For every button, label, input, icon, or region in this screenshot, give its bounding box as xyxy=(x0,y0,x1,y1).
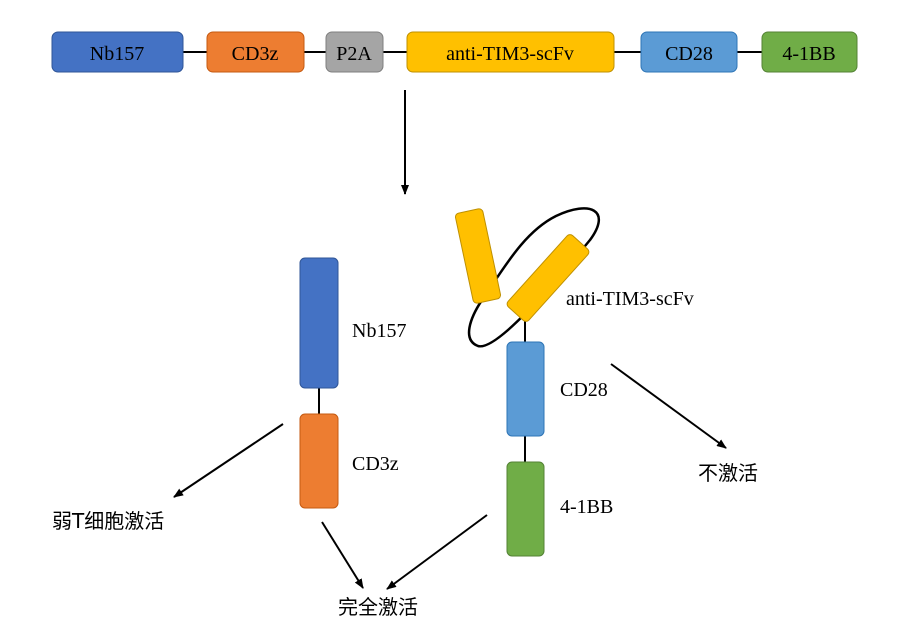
cd28-domain xyxy=(506,341,545,437)
construct-segment-p2a: P2A xyxy=(325,31,384,73)
construct-label: CD3z xyxy=(232,43,279,65)
construct-segment-scfv: anti-TIM3-scFv xyxy=(406,31,615,73)
scfv-domain-vh xyxy=(454,208,502,304)
41bb-domain xyxy=(506,461,545,557)
nb157-domain xyxy=(299,257,339,389)
construct-segment-cd3z: CD3z xyxy=(206,31,305,73)
scfv-linker-loop xyxy=(467,207,601,348)
arrow-no-activation xyxy=(610,363,727,449)
nb157-label: Nb157 xyxy=(352,320,406,342)
construct-segment-cd28: CD28 xyxy=(640,31,738,73)
outcome-weak-activation: 弱T细胞激活 xyxy=(52,509,164,533)
cd3z-label: CD3z xyxy=(352,453,399,475)
construct-segment-41bb: 4-1BB xyxy=(761,31,858,73)
outcome-full-activation: 完全激活 xyxy=(338,595,418,619)
scfv-label: anti-TIM3-scFv xyxy=(566,288,694,310)
outcome-no-activation: 不激活 xyxy=(698,461,758,485)
scfv-domain-vl xyxy=(506,234,590,322)
cd28-label: CD28 xyxy=(560,379,608,401)
arrow-full-activation-right xyxy=(386,514,488,590)
arrow-weak-activation xyxy=(173,423,284,498)
receptor-right: anti-TIM3-scFv CD28 4-1BB xyxy=(454,207,694,557)
cd3z-domain xyxy=(299,413,339,509)
41bb-label: 4-1BB xyxy=(560,496,613,518)
construct-bar: Nb157 CD3z P2A anti-TIM3-scFv CD28 4-1BB xyxy=(51,31,858,73)
construct-segment-nb157: Nb157 xyxy=(51,31,184,73)
construct-label: P2A xyxy=(336,43,372,65)
construct-label: Nb157 xyxy=(90,43,144,65)
receptor-left: Nb157 CD3z xyxy=(299,257,406,509)
construct-label: 4-1BB xyxy=(782,43,835,65)
construct-label: CD28 xyxy=(665,43,713,65)
arrow-full-activation-left xyxy=(321,521,364,589)
construct-label: anti-TIM3-scFv xyxy=(446,43,574,65)
